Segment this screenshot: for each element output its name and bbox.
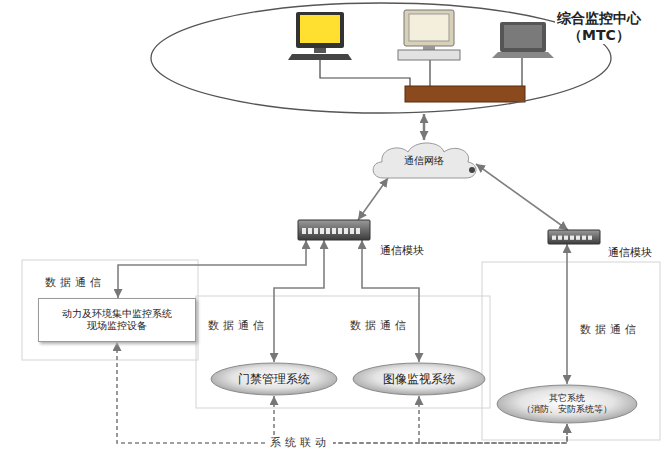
node-outline (150, 2, 612, 114)
system-ellipse: 图像监视系统 (352, 362, 486, 396)
linkage-line (117, 342, 567, 443)
data-link (358, 178, 388, 220)
switch-port (558, 236, 562, 240)
computer-middle (398, 10, 460, 60)
cloud-shape (373, 143, 476, 178)
edge-label: 系统联动 (267, 436, 333, 449)
network-wires (320, 58, 522, 86)
text-line: 动力及环境集中监控系统 (62, 308, 172, 320)
data-link (118, 240, 306, 298)
wire (429, 60, 430, 86)
switch-port (582, 236, 586, 240)
switch-port (314, 228, 318, 234)
text-line: （消防、安防系统等） (522, 404, 612, 415)
text-line: 门禁管理系统 (238, 372, 310, 386)
switch-port (332, 228, 336, 234)
text-line: 其它系统 (522, 393, 612, 404)
switch-body (298, 220, 370, 240)
text-line: 通信模块 (380, 244, 424, 257)
data-link (362, 240, 419, 362)
wire (320, 60, 410, 86)
edge-label: 数据通信 (577, 323, 643, 336)
node-heading: 综合监控中心 （MTC） (555, 10, 643, 44)
system-ellipse-shape (353, 363, 485, 395)
switch-port (356, 228, 360, 234)
switch-port (564, 236, 568, 240)
computer-right (492, 22, 554, 58)
text-line: 图像监视系统 (383, 372, 455, 386)
system-ellipse-shape (211, 363, 337, 395)
switch-port (588, 236, 592, 240)
switch-port (302, 228, 306, 234)
computer-left (288, 12, 352, 60)
center-ellipse (151, 3, 611, 113)
network-cloud: 通信网络 (368, 140, 480, 182)
system-ellipse: 其它系统 （消防、安防系统等） (496, 384, 638, 424)
node-label: 其它系统 （消防、安防系统等） (522, 393, 612, 415)
text-line: 通信网络 (404, 155, 444, 167)
switch-port (344, 228, 348, 234)
monitor-center: 综合监控中心 （MTC） (150, 2, 612, 114)
node-heading: 通信模块 (606, 246, 654, 259)
edge-label: 数据通信 (42, 276, 108, 289)
switch-port (308, 228, 312, 234)
text-line: 现场监控设备 (62, 320, 172, 332)
node-label: 动力及环境集中监控系统 现场监控设备 (62, 308, 172, 332)
switch-port (552, 236, 556, 240)
switch-body (548, 230, 600, 244)
node-heading: 通信模块 (378, 244, 426, 257)
switch-port (338, 228, 342, 234)
hub-bar (405, 86, 525, 102)
comm-module: 通信模块 (548, 230, 600, 244)
panel (196, 296, 490, 408)
text-line: 综合监控中心 (557, 10, 641, 27)
comm-module: 通信模块 (298, 220, 370, 240)
switch-port (350, 228, 354, 234)
monitor-box: 动力及环境集中监控系统 现场监控设备 (38, 298, 196, 342)
switch-port (326, 228, 330, 234)
wire (521, 58, 522, 86)
edge-label: 数据通信 (347, 319, 413, 332)
switch-port (576, 236, 580, 240)
node-label: 门禁管理系统 (238, 372, 310, 386)
system-ellipse: 门禁管理系统 (210, 362, 338, 396)
system-ellipse-shape (497, 385, 637, 423)
panel (482, 262, 660, 440)
node-label: 图像监视系统 (383, 372, 455, 386)
edge-label: 数据通信 (205, 319, 271, 332)
panel (22, 260, 198, 360)
data-link (566, 244, 568, 384)
text-line: 通信模块 (608, 246, 652, 259)
node-outline (548, 230, 600, 244)
data-link (476, 164, 568, 230)
data-link (423, 114, 426, 140)
switch-port (570, 236, 574, 240)
text-line: （MTC） (557, 27, 641, 44)
node-outline (298, 220, 370, 240)
data-link (274, 240, 324, 362)
cloud-dot (469, 167, 475, 173)
switch-port (320, 228, 324, 234)
node-label: 通信网络 (404, 155, 444, 167)
